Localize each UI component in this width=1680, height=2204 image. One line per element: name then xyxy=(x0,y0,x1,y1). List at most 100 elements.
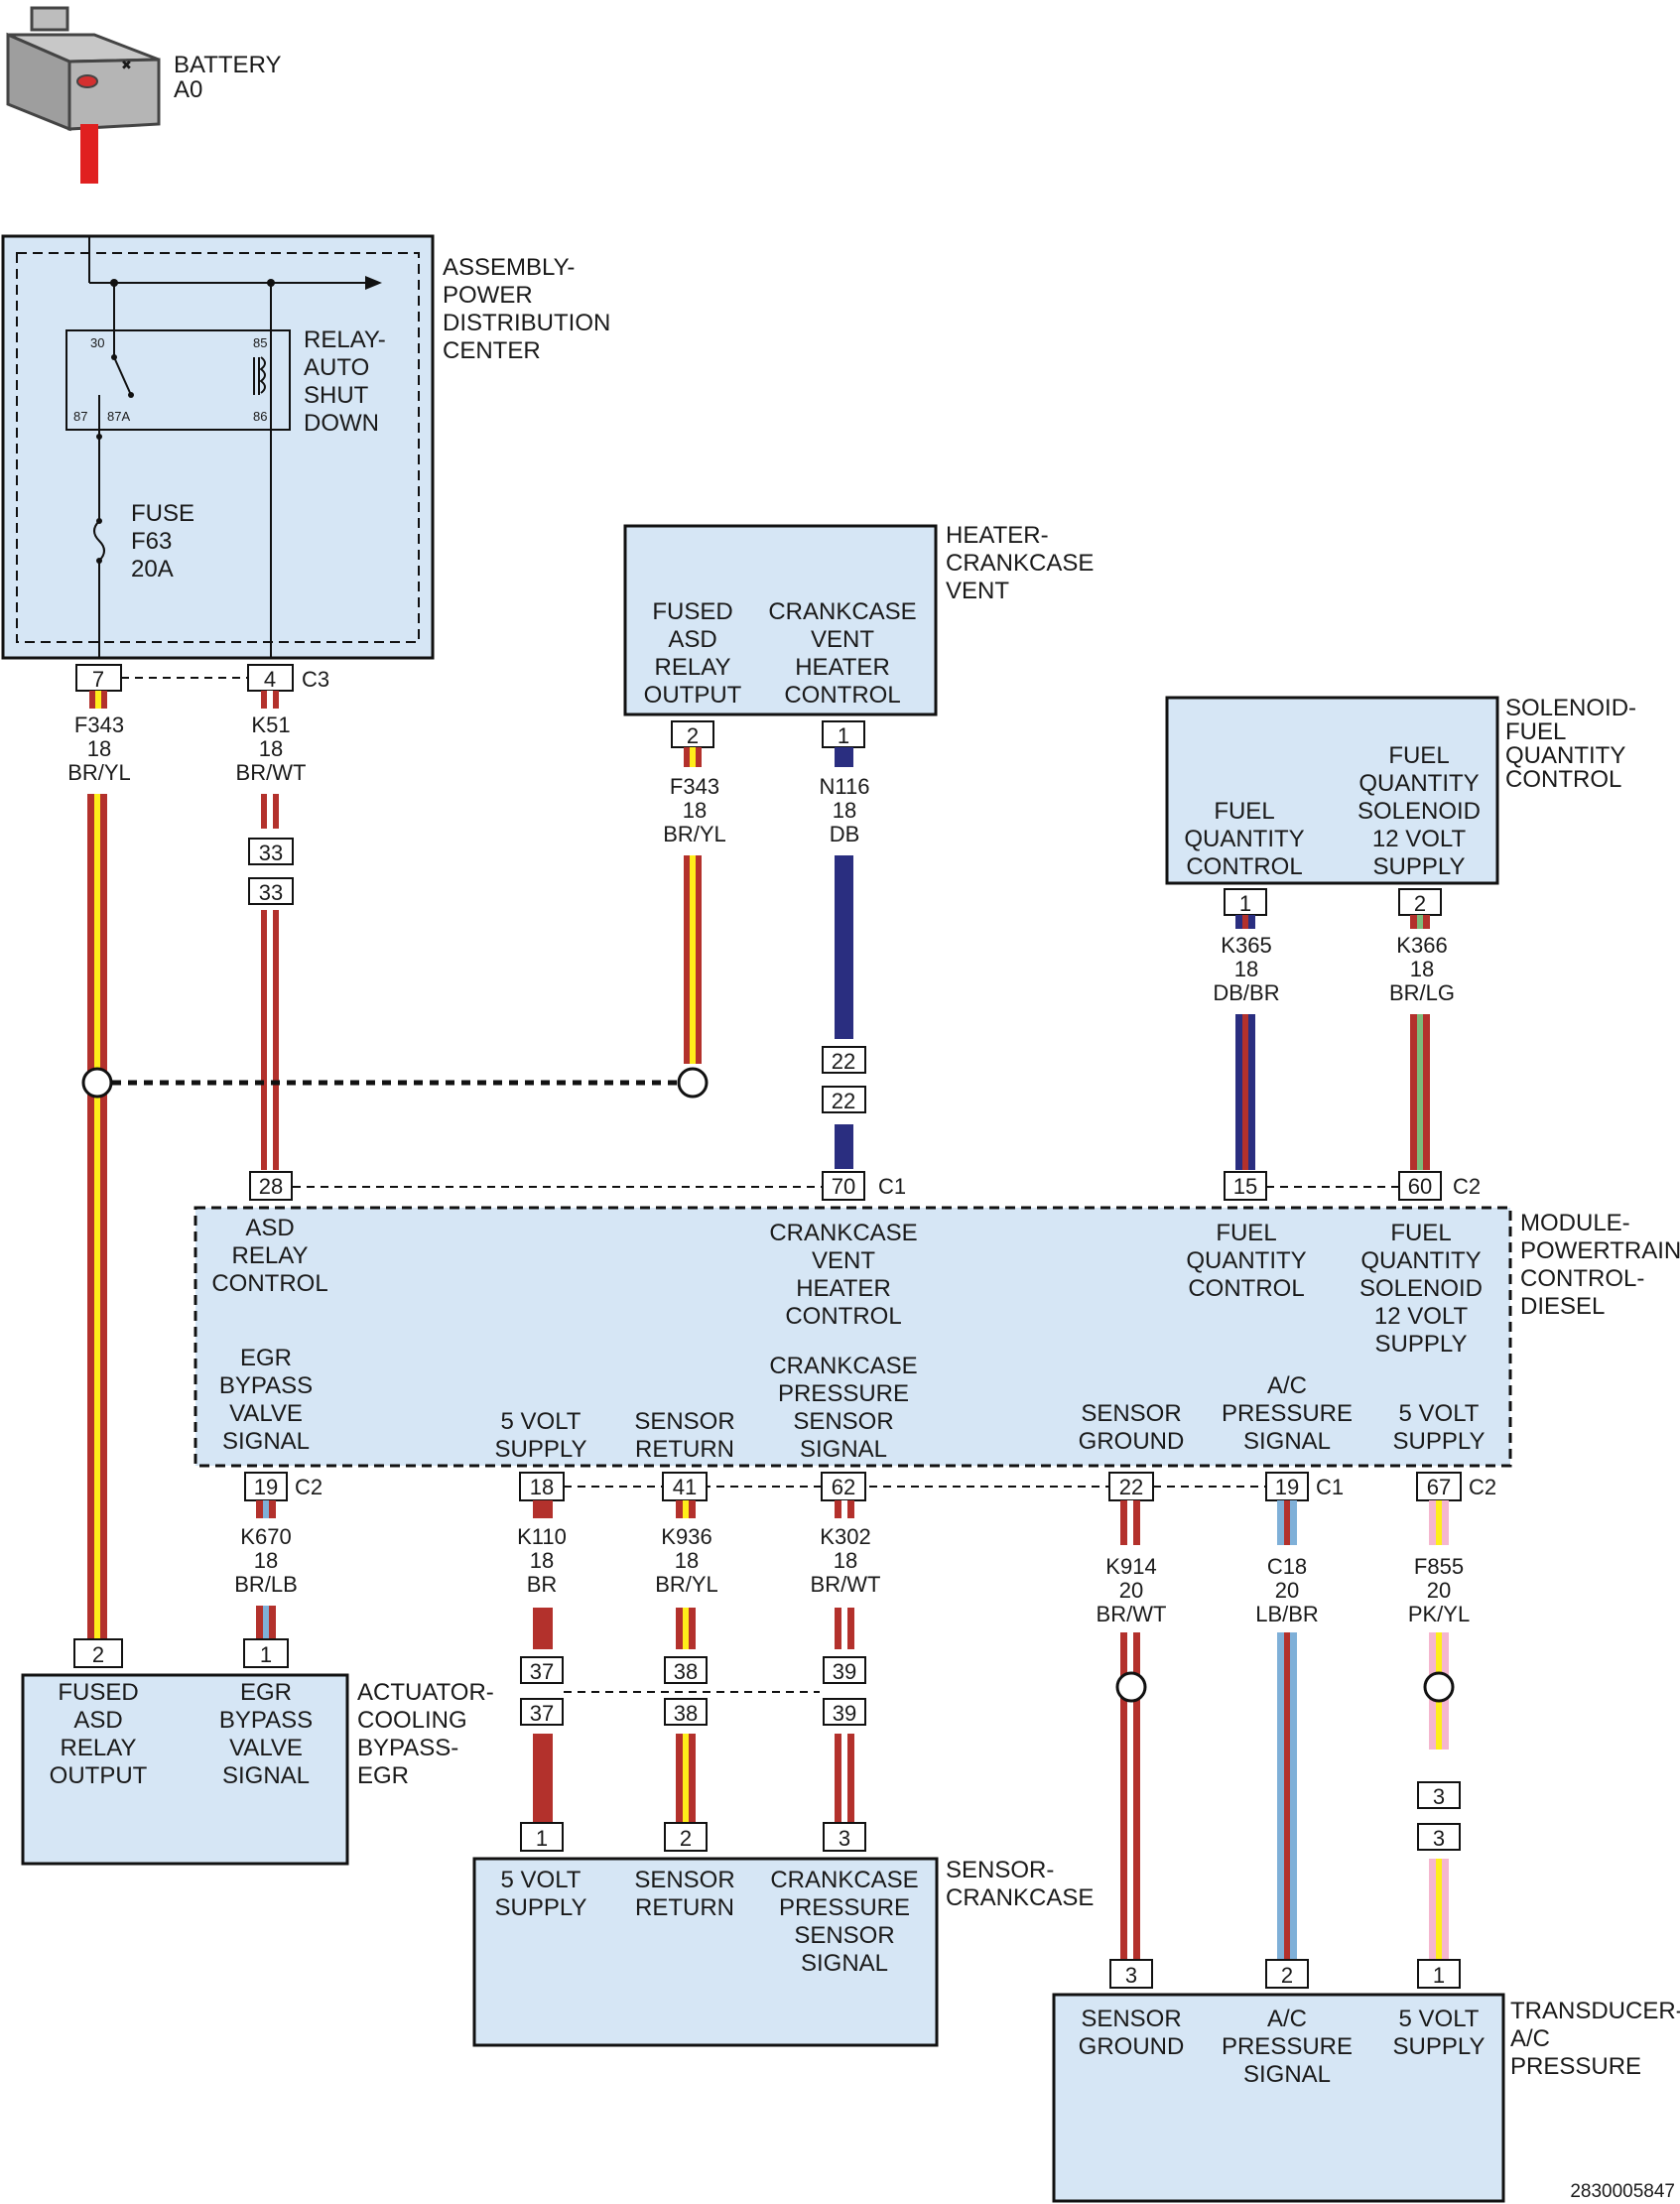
svg-text:PRESSURE: PRESSURE xyxy=(1222,2033,1353,2060)
svg-text:VENT: VENT xyxy=(812,1247,875,1274)
pcm-pin-60: 60 xyxy=(1408,1174,1432,1199)
pcm-label-fuel-sol: FUEL QUANTITY SOLENOID 12 VOLT SUPPLY xyxy=(1359,1220,1483,1358)
svg-text:SIGNAL: SIGNAL xyxy=(1243,2061,1331,2088)
svg-text:COOLING: COOLING xyxy=(357,1707,467,1734)
svg-text:SENSOR: SENSOR xyxy=(794,1922,894,1949)
wire-k110 xyxy=(533,1500,553,1823)
solenoid-title: SOLENOID- FUEL QUANTITY CONTROL xyxy=(1505,695,1636,793)
svg-text:F343: F343 xyxy=(670,774,719,799)
svg-text:18: 18 xyxy=(675,1548,699,1573)
document-id: 2830005847 xyxy=(1570,2181,1675,2202)
svg-text:ASD: ASD xyxy=(668,626,716,653)
svg-text:18: 18 xyxy=(833,798,856,823)
solenoid-pin-1: 1 xyxy=(1239,891,1251,916)
svg-text:MODULE-: MODULE- xyxy=(1520,1210,1630,1236)
svg-text:ASD: ASD xyxy=(245,1215,294,1241)
svg-text:RETURN: RETURN xyxy=(635,1894,734,1921)
svg-text:QUANTITY: QUANTITY xyxy=(1360,1247,1481,1274)
svg-text:SENSOR: SENSOR xyxy=(793,1408,893,1435)
svg-text:SENSOR: SENSOR xyxy=(634,1867,734,1893)
svg-text:K365: K365 xyxy=(1221,933,1271,958)
svg-text:RELAY: RELAY xyxy=(655,654,731,681)
svg-text:N116: N116 xyxy=(820,774,870,799)
svg-text:CENTER: CENTER xyxy=(443,337,541,364)
svg-text:SOLENOID: SOLENOID xyxy=(1357,798,1481,825)
svg-text:12 VOLT: 12 VOLT xyxy=(1374,1303,1469,1330)
svg-text:TRANSDUCER-: TRANSDUCER- xyxy=(1510,1998,1680,2024)
crank-sensor-pin-1: 1 xyxy=(536,1826,548,1851)
inline-39a: 39 xyxy=(833,1659,856,1684)
inline-38b: 38 xyxy=(674,1701,698,1726)
pcm-pin-62: 62 xyxy=(832,1475,855,1499)
svg-text:VALVE: VALVE xyxy=(229,1400,303,1427)
svg-text:AUTO: AUTO xyxy=(304,354,369,381)
svg-text:POWER: POWER xyxy=(443,282,533,309)
svg-text:18: 18 xyxy=(259,736,283,761)
svg-text:SUPPLY: SUPPLY xyxy=(1373,853,1466,880)
egr-title: ACTUATOR- COOLING BYPASS- EGR xyxy=(357,1679,494,1789)
svg-text:CRANKCASE: CRANKCASE xyxy=(769,1353,917,1379)
crank-sensor-col3: CRANKCASE PRESSURE SENSOR SIGNAL xyxy=(770,1867,918,1977)
svg-text:PRESSURE: PRESSURE xyxy=(778,1380,909,1407)
svg-text:✖: ✖ xyxy=(121,58,132,72)
svg-text:F855: F855 xyxy=(1414,1554,1464,1579)
svg-text:BYPASS: BYPASS xyxy=(219,1372,313,1399)
svg-text:EGR: EGR xyxy=(240,1345,292,1371)
svg-text:CRANKCASE: CRANKCASE xyxy=(770,1867,918,1893)
wire-k914 xyxy=(1120,1500,1140,1960)
pcm-conn-c2-egr: C2 xyxy=(295,1475,323,1499)
inline-38a: 38 xyxy=(674,1659,698,1684)
pcm-conn-c2-top: C2 xyxy=(1453,1174,1481,1199)
svg-text:SUPPLY: SUPPLY xyxy=(1393,2033,1486,2060)
heater-pin-2: 2 xyxy=(687,723,699,748)
svg-text:5 VOLT: 5 VOLT xyxy=(1399,1400,1480,1427)
relay-pin-85: 85 xyxy=(253,335,267,350)
svg-text:POWERTRAIN: POWERTRAIN xyxy=(1520,1237,1680,1264)
pcm-pin-70: 70 xyxy=(832,1174,855,1199)
heater-pin-1: 1 xyxy=(838,723,849,748)
svg-text:CONTROL: CONTROL xyxy=(1505,766,1621,793)
pcm-pin-41: 41 xyxy=(673,1475,697,1499)
svg-text:DOWN: DOWN xyxy=(304,410,379,437)
relay-pin-30: 30 xyxy=(90,335,104,350)
wire-f343-mid xyxy=(684,747,702,1064)
svg-text:RELAY: RELAY xyxy=(232,1242,309,1269)
svg-text:CONTROL: CONTROL xyxy=(1188,1275,1304,1302)
pdc-pin-7: 7 xyxy=(92,667,104,692)
fuse-f63-label: FUSE F63 20A xyxy=(131,500,194,583)
crank-sensor-pin-3: 3 xyxy=(839,1826,850,1851)
svg-text:FUEL: FUEL xyxy=(1388,742,1449,769)
svg-text:HEATER-: HEATER- xyxy=(946,522,1049,549)
pcm-conn-c1-bottom: C1 xyxy=(1316,1475,1344,1499)
crank-sensor-box xyxy=(472,1857,939,2047)
wire-f343-mid-label: F343 18 BR/YL xyxy=(663,774,726,846)
pcm-pin-19-c2: 19 xyxy=(254,1475,278,1499)
svg-text:SUPPLY: SUPPLY xyxy=(495,1436,587,1463)
svg-text:K302: K302 xyxy=(820,1524,870,1549)
pcm-pin-19-c1: 19 xyxy=(1275,1475,1299,1499)
svg-text:K670: K670 xyxy=(240,1524,291,1549)
pcm-label-crank-press: CRANKCASE PRESSURE SENSOR SIGNAL xyxy=(769,1353,917,1463)
pcm-label-crank-vent: CRANKCASE VENT HEATER CONTROL xyxy=(769,1220,917,1330)
wire-k914-label: K914 20 BR/WT xyxy=(1097,1554,1167,1626)
svg-text:EGR: EGR xyxy=(240,1679,292,1706)
svg-text:FUEL: FUEL xyxy=(1390,1220,1451,1246)
svg-text:18: 18 xyxy=(530,1548,554,1573)
svg-text:18: 18 xyxy=(254,1548,278,1573)
svg-text:20: 20 xyxy=(1427,1578,1451,1603)
ac-pin-2: 2 xyxy=(1281,1963,1293,1988)
ac-col1: SENSOR GROUND xyxy=(1079,2006,1185,2060)
pcm-label-egr: EGR BYPASS VALVE SIGNAL xyxy=(219,1345,313,1455)
svg-text:HEATER: HEATER xyxy=(796,1275,891,1302)
svg-text:BR: BR xyxy=(527,1572,558,1597)
pdc-pin-4: 4 xyxy=(264,667,276,692)
solenoid-col1: FUEL QUANTITY CONTROL xyxy=(1184,798,1304,880)
svg-text:K936: K936 xyxy=(661,1524,711,1549)
svg-text:BYPASS: BYPASS xyxy=(219,1707,313,1734)
svg-text:5 VOLT: 5 VOLT xyxy=(501,1408,582,1435)
svg-text:BR/WT: BR/WT xyxy=(1097,1602,1167,1626)
relay-pin-87a: 87A xyxy=(107,409,130,424)
pcm-pin-15: 15 xyxy=(1233,1174,1257,1199)
svg-text:BR/WT: BR/WT xyxy=(236,760,307,785)
heater-box xyxy=(623,524,938,716)
